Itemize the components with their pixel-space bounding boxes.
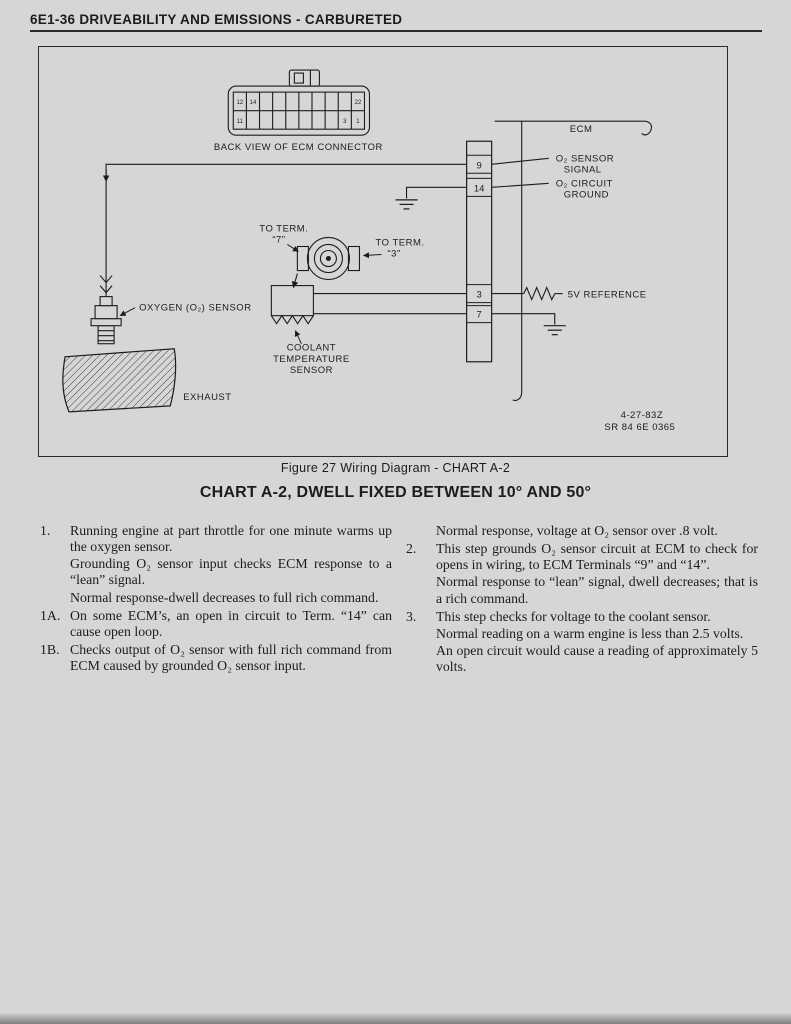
ground-icon-ecm [543, 325, 566, 336]
note-paragraph: This step checks for voltage to the cool… [436, 608, 711, 624]
terminal-3-label: 3 [476, 290, 481, 301]
pin-label: 14 [250, 100, 257, 106]
coolant-label-2: TEMPERATURE [273, 354, 350, 365]
o2-ground-wire [405, 186, 467, 199]
scan-edge [0, 1013, 791, 1024]
note-paragraph: Running engine at part throttle for one … [70, 523, 392, 555]
ecm-connector [227, 69, 371, 136]
note-paragraph: Checks output of O₂ sensor with full ric… [70, 641, 392, 674]
pin-label: 1 [356, 119, 360, 125]
note-paragraph: Grounding O₂ sensor input checks ECM res… [70, 556, 392, 588]
exhaust-label: EXHAUST [183, 392, 231, 403]
note-body: On some ECM’s, an open in circuit to Ter… [70, 608, 392, 641]
note-item-3: 3. This step checks for voltage to the c… [406, 609, 758, 677]
wire-chevron [99, 275, 113, 284]
notes-column-right: Normal response, voltage at O₂ sensor ov… [406, 523, 758, 677]
wiring-lines [99, 157, 563, 325]
label-arrows [119, 244, 382, 344]
o2-signal-wire [105, 163, 467, 297]
ground-icon-o2-circuit [395, 199, 418, 210]
note-body: Checks output of O₂ sensor with full ric… [70, 642, 392, 675]
doc-number: 4-27-83Z [621, 410, 664, 421]
o2-ground-label-1: O₂ CIRCUIT [556, 178, 613, 189]
note-body: This step grounds O₂ sensor circuit at E… [436, 541, 758, 608]
terminal-9-label: 9 [476, 160, 481, 171]
diagram-labels: ECM O₂ SENSOR SIGNAL O₂ CIRCUIT GROUND 5… [139, 124, 675, 433]
page-header: 6E1-36 DRIVEABILITY AND EMISSIONS - CARB… [30, 12, 403, 27]
ecm-terminal-strip: 9 14 3 7 [466, 140, 493, 363]
to-term-7-label-2: “7” [272, 234, 285, 245]
coolant-label-3: SENSOR [290, 365, 333, 376]
note-number: 1A. [40, 607, 61, 623]
ecm-label: ECM [570, 124, 593, 135]
note-body: Running engine at part throttle for one … [70, 523, 392, 607]
note-number: 2. [406, 541, 417, 557]
note-paragraph: Normal response to “lean” signal, dwell … [436, 574, 758, 606]
note-paragraph: Normal reading on a warm engine is less … [436, 625, 744, 641]
note-paragraph: Normal response-dwell decreases to full … [70, 589, 379, 605]
terminal-7-label: 7 [476, 310, 481, 321]
coolant-sensor-body [270, 273, 314, 325]
wiring-diagram-figure: 9 14 3 7 [38, 46, 728, 457]
coolant-label-1: COOLANT [287, 343, 336, 354]
wire-chevron [99, 285, 113, 294]
doc-code: SR 84 6E 0365 [604, 422, 675, 433]
ref-5v-label: 5V REFERENCE [568, 290, 647, 301]
pin-label: 12 [237, 100, 244, 106]
exhaust-pipe [62, 348, 177, 413]
note-number: 3. [406, 608, 417, 624]
pin-label: 11 [237, 119, 244, 125]
o2-ground-label-2: GROUND [564, 189, 609, 200]
note-item-2: 2. This step grounds O₂ sensor circuit a… [406, 541, 758, 608]
chart-notes: 1. Running engine at part throttle for o… [40, 523, 758, 677]
note-number: 1. [40, 523, 51, 538]
pin-label: 3 [343, 119, 347, 125]
to-term-3-label-2: “3” [388, 249, 401, 260]
notes-column-left: 1. Running engine at part throttle for o… [40, 523, 392, 677]
oxygen-sensor-drawing [90, 296, 122, 345]
connector-caption: BACK VIEW OF ECM CONNECTOR [214, 142, 383, 153]
o2-signal-label-2: SIGNAL [564, 164, 602, 175]
note-body: Normal response, voltage at O₂ sensor ov… [436, 523, 758, 540]
note-number [406, 523, 436, 540]
leader-o2-ground [491, 182, 549, 188]
note-paragraph: Normal response, voltage at O₂ sensor ov… [436, 523, 718, 538]
coolant-sensor-connector [296, 236, 361, 281]
note-paragraph: On some ECM’s, an open in circuit to Ter… [70, 607, 392, 639]
note-item-1b: 1B. Checks output of O₂ sensor with full… [40, 642, 392, 675]
note-body: This step checks for voltage to the cool… [436, 609, 758, 677]
note-item-1: 1. Running engine at part throttle for o… [40, 523, 392, 607]
note-item-1a: 1A. On some ECM’s, an open in circuit to… [40, 608, 392, 641]
terminal-14-label: 14 [474, 183, 485, 194]
pin-label: 22 [355, 100, 362, 106]
note-number: 1B. [40, 641, 60, 657]
o2-signal-label-1: O₂ SENSOR [556, 153, 614, 164]
ecm-ground-wire [491, 313, 556, 325]
figure-caption: Figure 27 Wiring Diagram - CHART A-2 [280, 461, 511, 475]
ecm-outline [494, 120, 653, 401]
to-term-7-label-1: TO TERM. [259, 223, 308, 234]
leader-o2-signal [491, 157, 549, 165]
to-term-3-label-1: TO TERM. [375, 237, 424, 248]
note-paragraph: An open circuit would cause a reading of… [436, 642, 758, 675]
note-paragraph: This step grounds O₂ sensor circuit at E… [436, 541, 758, 573]
note-item-continuation: Normal response, voltage at O₂ sensor ov… [406, 523, 758, 540]
resistor-icon [523, 286, 556, 302]
chart-title: CHART A-2, DWELL FIXED BETWEEN 10° AND 5… [199, 484, 592, 501]
header-rule [30, 30, 762, 32]
connector-pin-numbers: 12 14 22 11 3 1 [237, 100, 362, 125]
wiring-diagram-svg: 9 14 3 7 [62, 69, 675, 433]
oxygen-sensor-label: OXYGEN (O₂) SENSOR [139, 303, 251, 314]
